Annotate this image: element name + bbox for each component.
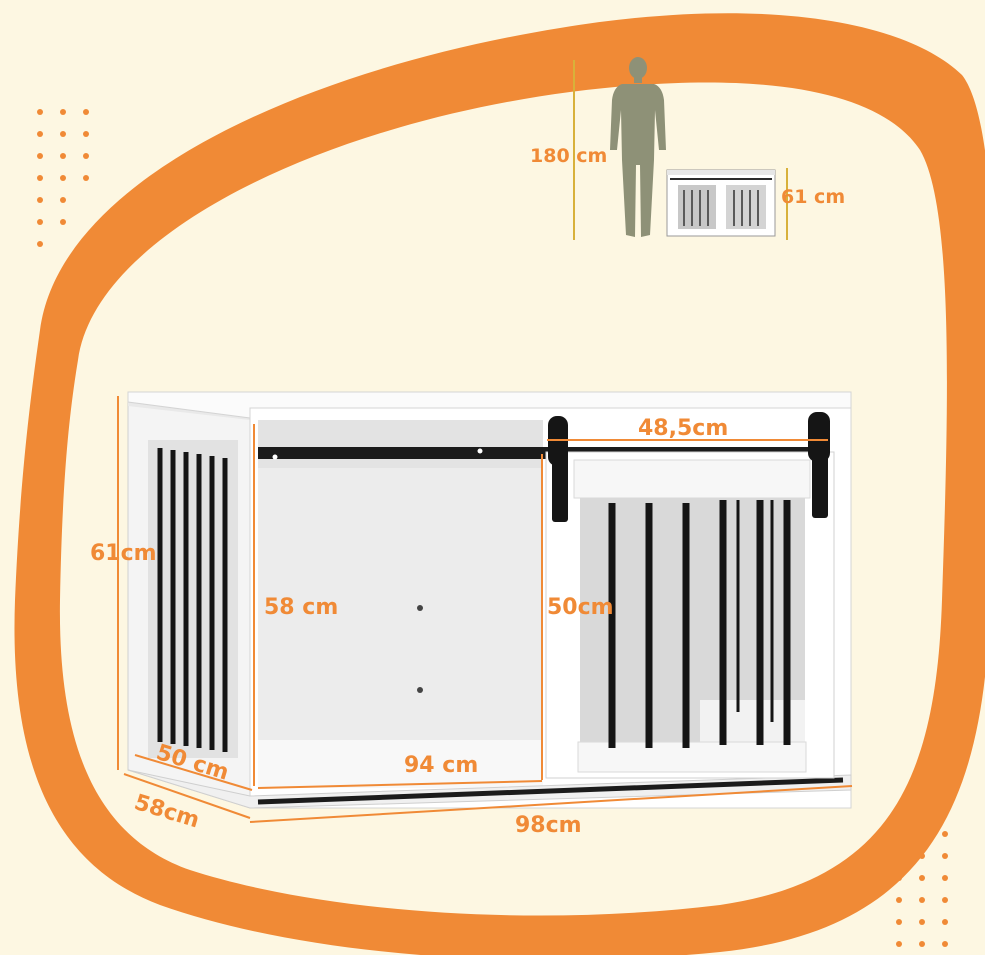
sliding-door (545, 451, 835, 779)
cabinet-interior (258, 420, 543, 758)
orange-blob-ring (14, 13, 985, 955)
dot-grid-top-left (37, 109, 89, 247)
product-height-scale-label: 61 cm (781, 186, 846, 208)
door-hanger-left (548, 416, 568, 522)
door-height-label: 50cm (547, 595, 614, 620)
dimension-lines (117, 396, 853, 823)
total-height-label: 61cm (90, 541, 157, 566)
total-width-label: 98cm (515, 813, 582, 838)
person-silhouette-icon (610, 57, 666, 237)
door-bars (608, 500, 791, 748)
inner-width-label: 94 cm (404, 753, 479, 778)
side-bars (157, 448, 228, 752)
person-height-label: 180 cm (530, 145, 608, 167)
dot-grid-bottom-right (896, 787, 948, 947)
mini-cabinet-icon (666, 169, 776, 237)
door-width-label: 48,5cm (638, 416, 729, 441)
door-hanger-right (808, 412, 830, 518)
cabinet-side-panel (127, 397, 251, 809)
inner-height-label: 58 cm (264, 595, 339, 620)
